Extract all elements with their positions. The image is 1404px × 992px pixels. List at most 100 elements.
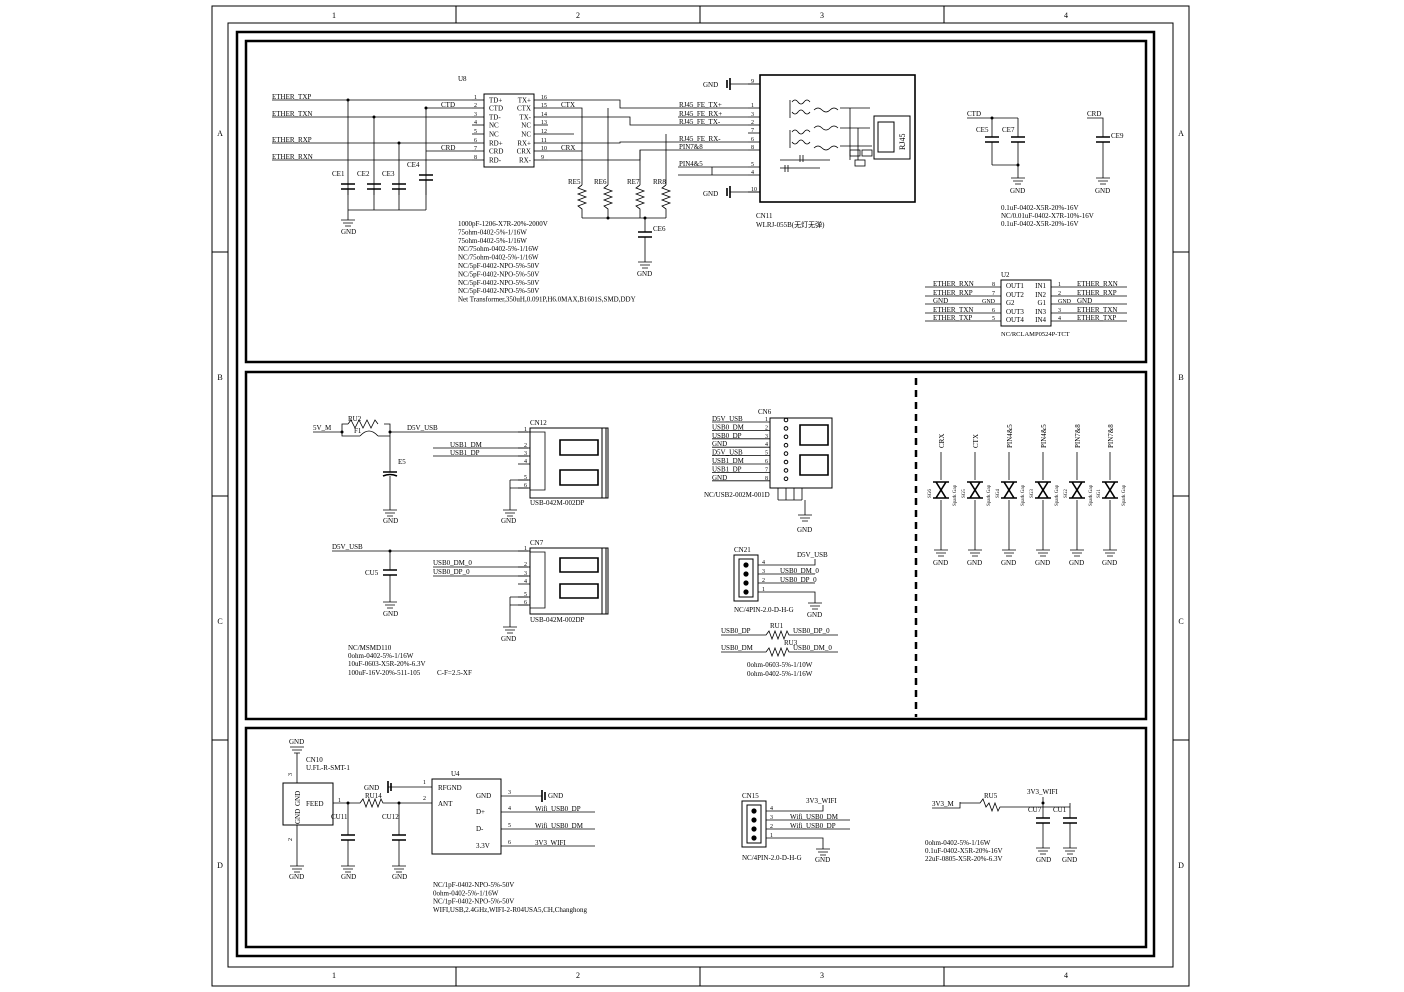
- u4-right-num: 5: [508, 823, 511, 829]
- spark-gap-symbol: [967, 481, 983, 499]
- cn6-contact: [783, 476, 789, 482]
- gnd-cn7: GND: [501, 635, 516, 643]
- u2-left-num: 8: [992, 282, 995, 288]
- u2-left-net: GND: [933, 297, 948, 305]
- ce1-label: CE1: [332, 170, 345, 178]
- u8-right-pin-num: 15: [541, 103, 547, 109]
- wifi-note-line: NC/1pF-0402-NPO-5%-50V: [433, 881, 514, 889]
- cn21-header: CN21 4 3 2 1 D5V_USB USB0_DM_0 USB0_DP_0…: [733, 546, 828, 619]
- cap-note-1: 0.1uF-0402-X5R-20%-16V: [1001, 204, 1079, 212]
- cn10-ref: CN10: [306, 756, 323, 764]
- net-rj-pin45: PIN4&5: [679, 160, 703, 168]
- rj-pin-num: 1: [751, 103, 754, 109]
- cn10-pin2: 2: [288, 838, 294, 841]
- cn6-net-label: D5V_USB: [712, 449, 743, 457]
- spark-ref: SG5: [962, 489, 967, 498]
- wifi-power-filter: 3V3_M RU5 3V3_WIFI CU7 CU1 GND GND 0ohm-…: [925, 788, 1077, 864]
- rj-pin-num: 10: [751, 187, 757, 193]
- u2-ref: U2: [1001, 271, 1010, 279]
- gnd-ce7: GND: [1010, 187, 1025, 195]
- rj-pin-num: 5: [751, 162, 754, 168]
- cn21-pin3: 3: [762, 569, 765, 575]
- spark-ref: SG1: [1097, 489, 1102, 498]
- gnd-u4: GND: [548, 792, 563, 800]
- u8-left-pin-name: RD+: [489, 140, 503, 148]
- cn6-contact: [783, 451, 789, 456]
- ethernet-note-line: NC/75ohm-0402-5%-1/16W: [458, 254, 539, 262]
- u8-right-pin-num: 12: [541, 129, 547, 135]
- ethernet-note-line: NC/5pF-0402-NPO-5%-50V: [458, 270, 539, 278]
- ru-note-1: 0ohm-0603-5%-1/10W: [747, 661, 813, 669]
- ru3-label: RU3: [784, 639, 798, 647]
- cn6-contact: [783, 417, 789, 423]
- rj-pin-num: 7: [751, 128, 754, 134]
- cn7-pin-num: 5: [524, 592, 527, 598]
- re5-label: RE5: [568, 178, 581, 186]
- u2-left-pin: OUT2: [1006, 291, 1024, 299]
- u2-right-num: 1: [1058, 282, 1061, 288]
- gnd-cn10-top: GND: [289, 738, 304, 746]
- cap-note-2: NC/0.01uF-0402-X7R-10%-16V: [1001, 212, 1094, 220]
- net-ether-txn: ETHER_TXN: [272, 110, 312, 118]
- ethernet-note-line: Net Transformer,350uH,0.091P,H6.0MAX,B16…: [458, 296, 636, 304]
- u2-right-num: GND: [1058, 299, 1072, 305]
- cn6-contact: [783, 434, 789, 440]
- gnd-cu7: GND: [1036, 856, 1051, 864]
- cn15-pin3: 3: [770, 815, 773, 821]
- u2-left-pin: OUT3: [1006, 308, 1024, 316]
- u8-left-pin-name: CTD: [489, 105, 503, 113]
- spark-type: Spark Gap: [987, 484, 992, 506]
- net-usb0-dp-0-a: USB0_DP_0: [433, 568, 470, 576]
- u8-right-pin-num: 9: [541, 155, 544, 161]
- net-crd: CRD: [441, 144, 455, 152]
- net-crd-right: CRD: [1087, 110, 1101, 118]
- col-label-4-top: 4: [1064, 11, 1068, 20]
- u8-left-pin-num: 1: [474, 95, 477, 101]
- u2-left-num: 7: [992, 291, 995, 297]
- rj-pin-num: 3: [751, 112, 754, 118]
- cn6-net-label: USB1_DP: [712, 465, 742, 473]
- net-wifi-usb0-dp-cn15: Wifi_USB0_DP: [790, 822, 836, 830]
- spark-net-label: PIN4&5: [1040, 424, 1048, 448]
- cn12-pin-num: 6: [524, 483, 527, 489]
- pwr-note-1: 0ohm-0402-5%-1/16W: [925, 839, 991, 847]
- u2-right-num: 4: [1058, 316, 1061, 322]
- u2-left-num: GND: [982, 299, 996, 305]
- u8-right-pin-num: 11: [541, 138, 547, 144]
- u4-dminus-pin: D-: [476, 825, 484, 833]
- spark-gap-symbol: [1069, 481, 1085, 499]
- u2-right-pin: IN3: [1035, 308, 1046, 316]
- cn10-gnd-1: GND: [294, 791, 302, 806]
- usb-note-line: NC/MSMD110: [348, 644, 392, 652]
- u2-right-pin: IN2: [1035, 291, 1046, 299]
- u2-left-net: ETHER_RXN: [933, 280, 974, 288]
- gnd-cn12: GND: [501, 517, 516, 525]
- cn15-pin2: 2: [770, 824, 773, 830]
- spark-ground: [1070, 549, 1084, 557]
- spark-ground: [1002, 549, 1016, 557]
- cn6-pin-num: 6: [765, 459, 768, 465]
- col-label-3-top: 3: [820, 11, 824, 20]
- ethernet-note-line: NC/5pF-0402-NPO-5%-50V: [458, 262, 539, 270]
- u8-right-pin-name: RX+: [517, 140, 531, 148]
- spark-net-label: CTX: [972, 434, 980, 448]
- spark-type: Spark Gap: [1021, 484, 1026, 506]
- cn10-part: U.FL-R-SMT-1: [306, 764, 350, 772]
- e5-label: E5: [398, 458, 406, 466]
- net-usb0-dm-0-a: USB0_DM_0: [433, 559, 472, 567]
- net-rj-rx-plus: RJ45_FE_RX+: [679, 110, 722, 118]
- net-rj-tx-plus: RJ45_FE_TX+: [679, 101, 722, 109]
- ru14-label: RU14: [365, 792, 382, 800]
- u8-right-pin-name: RX-: [519, 157, 532, 165]
- net-rj-rx-minus: RJ45_FE_RX-: [679, 135, 721, 143]
- u8-left-pin-num: 5: [474, 129, 477, 135]
- rj-pin-num: 9: [751, 79, 754, 85]
- cn7-pin-num: 3: [524, 571, 527, 577]
- cn15-pin4: 4: [770, 806, 773, 812]
- ce5-label: CE5: [976, 126, 989, 134]
- spark-gap-symbol: [1102, 481, 1118, 499]
- cn11-part: WLRJ-055B(无灯无弹): [756, 220, 825, 229]
- cn12-pin-num: 4: [524, 459, 527, 465]
